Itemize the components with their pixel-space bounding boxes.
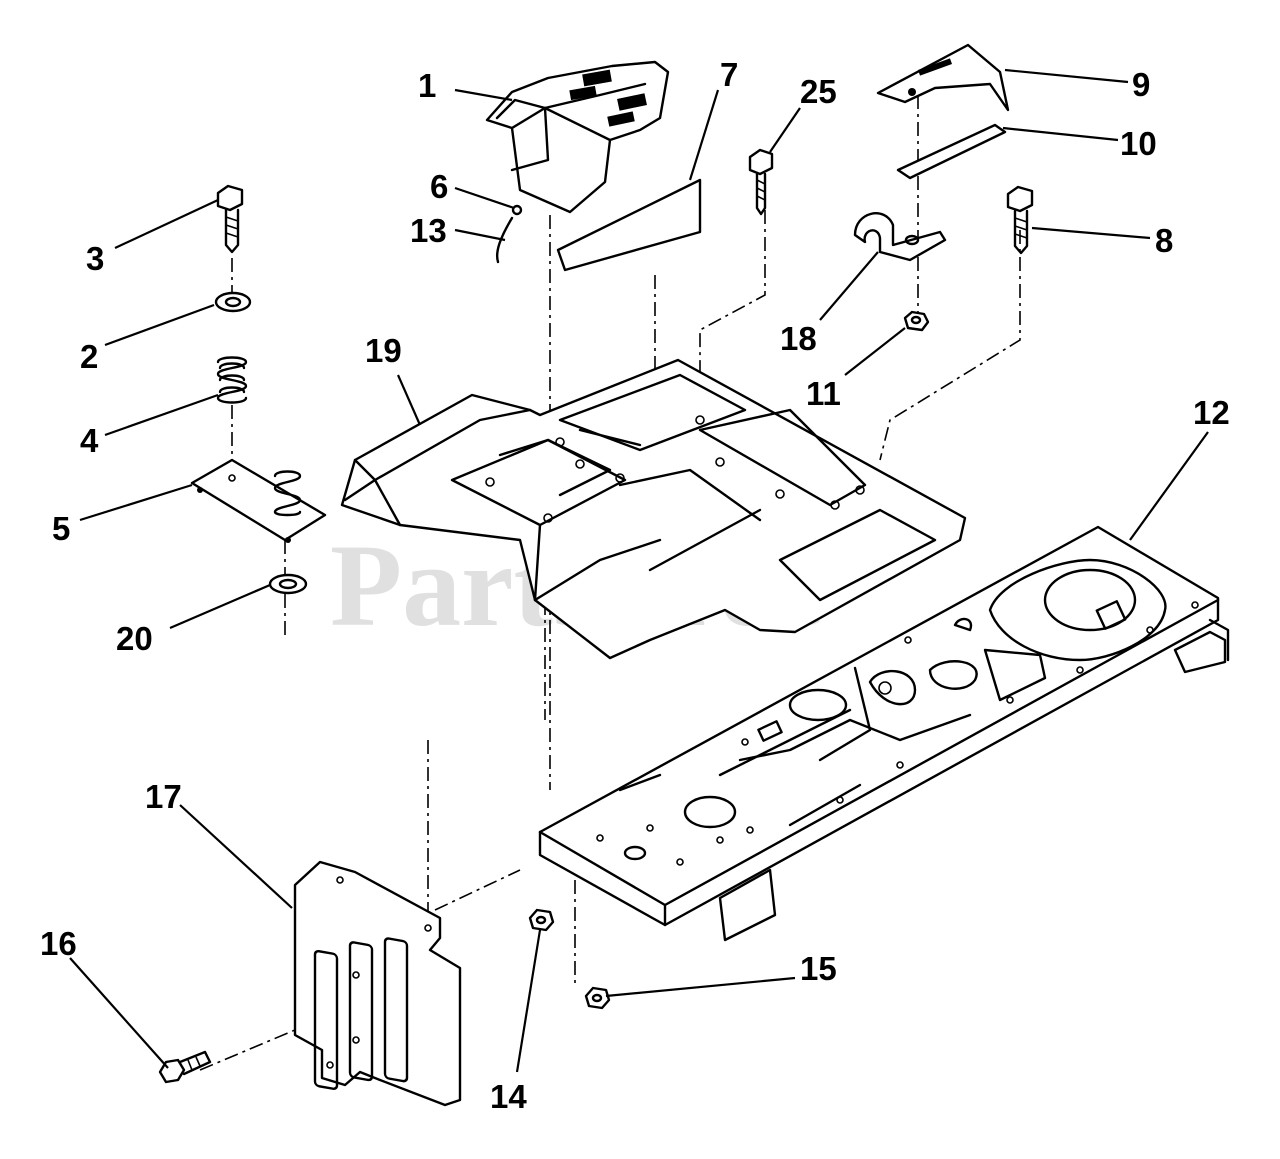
callout-13: 13	[410, 212, 447, 249]
part-6-clip[interactable]	[511, 204, 523, 216]
part-20-washer[interactable]	[268, 573, 308, 595]
part-1-battery-box[interactable]	[485, 60, 670, 214]
callout-10: 10	[1120, 125, 1157, 162]
callout-15: 15	[800, 950, 837, 987]
part-7-pad[interactable]	[556, 178, 702, 272]
callout-12: 12	[1193, 394, 1230, 431]
callout-18: 18	[780, 320, 817, 357]
part-3-screw[interactable]	[216, 184, 244, 254]
callout-5: 5	[52, 510, 70, 547]
part-4-spring[interactable]	[216, 356, 248, 404]
callout-2: 2	[80, 338, 98, 375]
part-18-clamp[interactable]	[853, 212, 947, 262]
part-14-nut[interactable]	[528, 908, 555, 932]
callout-1: 1	[418, 67, 436, 104]
part-2-washer[interactable]	[214, 291, 252, 313]
part-10-plate[interactable]	[896, 123, 1007, 180]
leader-lines	[69, 68, 1209, 1073]
callout-14: 14	[490, 1078, 527, 1115]
part-5-spring-bracket[interactable]	[190, 458, 327, 543]
part-12-frame[interactable]	[538, 525, 1230, 942]
part-25-screw[interactable]	[748, 148, 774, 216]
callout-16: 16	[40, 925, 77, 962]
part-8-screw[interactable]	[1006, 185, 1034, 255]
part-17-front-plate[interactable]	[293, 860, 462, 1107]
callout-3: 3	[86, 240, 104, 277]
callout-6: 6	[430, 168, 448, 205]
part-9-cover[interactable]	[876, 43, 1010, 112]
callout-17: 17	[145, 778, 182, 815]
callout-11: 11	[806, 375, 841, 412]
callout-20: 20	[116, 620, 153, 657]
callout-numbers: 1 7 25 9 10 8 6 13 3 2 4 5 20 18 11 19 1…	[40, 56, 1230, 1115]
callout-9: 9	[1132, 66, 1150, 103]
part-13-wire[interactable]	[496, 216, 514, 264]
part-11-nut[interactable]	[903, 310, 930, 332]
part-15-nut[interactable]	[584, 986, 611, 1010]
callout-7: 7	[720, 56, 738, 93]
callout-25: 25	[800, 73, 837, 110]
callout-4: 4	[80, 422, 99, 459]
callout-8: 8	[1155, 222, 1173, 259]
callout-19: 19	[365, 332, 402, 369]
part-19-fender[interactable]	[340, 358, 967, 660]
